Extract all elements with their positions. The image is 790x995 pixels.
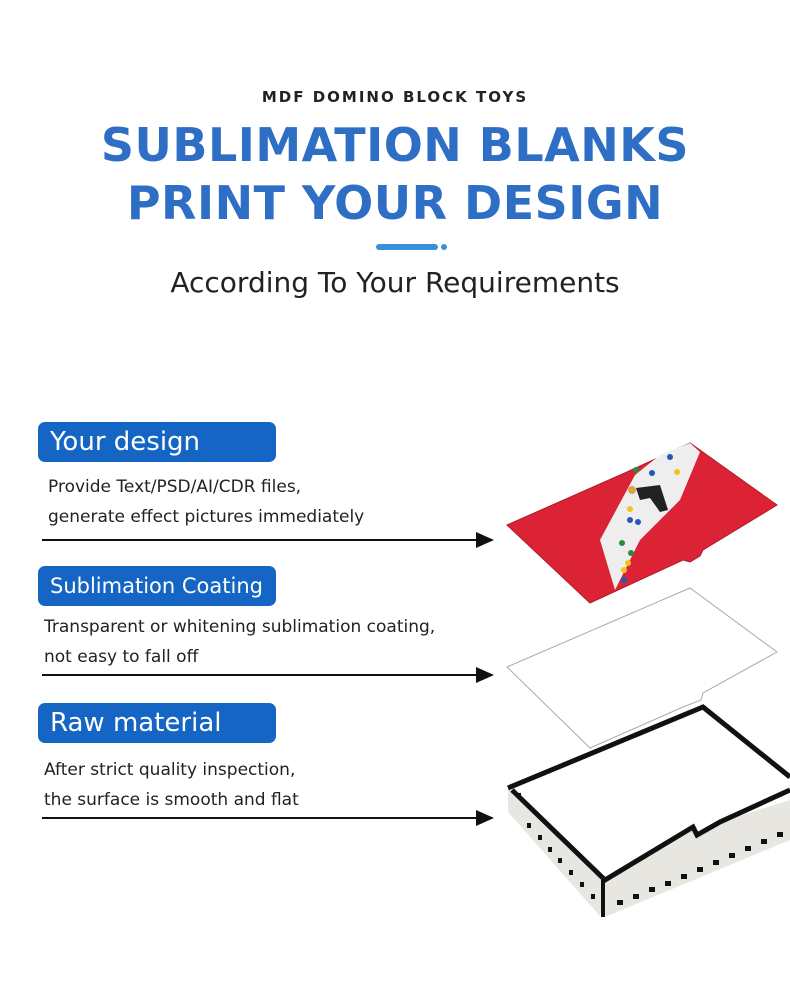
arrow-pointer <box>42 667 494 683</box>
label-sublimation-coating: Sublimation Coating <box>38 566 276 606</box>
title-line-1: SUBLIMATION BLANKS <box>100 118 690 172</box>
desc-line: generate effect pictures immediately <box>48 507 365 527</box>
desc-line: not easy to fall off <box>44 647 199 667</box>
desc-line: After strict quality inspection, <box>44 760 296 780</box>
label-your-design: Your design <box>38 422 276 462</box>
printed-design-layer <box>506 442 778 604</box>
arrow-pointer <box>42 532 494 548</box>
desc-line: Provide Text/PSD/AI/CDR files, <box>48 477 302 497</box>
mdf-base-tray <box>507 704 790 917</box>
desc-line: Transparent or whitening sublimation coa… <box>44 617 436 637</box>
arrow-pointer <box>42 810 494 826</box>
coating-layer <box>506 587 778 749</box>
divider-dot <box>441 244 447 250</box>
label-raw-material: Raw material <box>38 703 276 743</box>
desc-sublimation-coating: Transparent or whitening sublimation coa… <box>44 612 435 672</box>
desc-raw-material: After strict quality inspection, the sur… <box>44 755 299 815</box>
subtitle: According To Your Requirements <box>170 266 620 299</box>
kicker-text: MDF DOMINO BLOCK TOYS <box>261 88 529 106</box>
title-line-2: PRINT YOUR DESIGN <box>126 176 664 230</box>
divider-bar <box>376 244 438 250</box>
desc-line: the surface is smooth and flat <box>44 790 299 810</box>
desc-your-design: Provide Text/PSD/AI/CDR files, generate … <box>48 472 364 532</box>
